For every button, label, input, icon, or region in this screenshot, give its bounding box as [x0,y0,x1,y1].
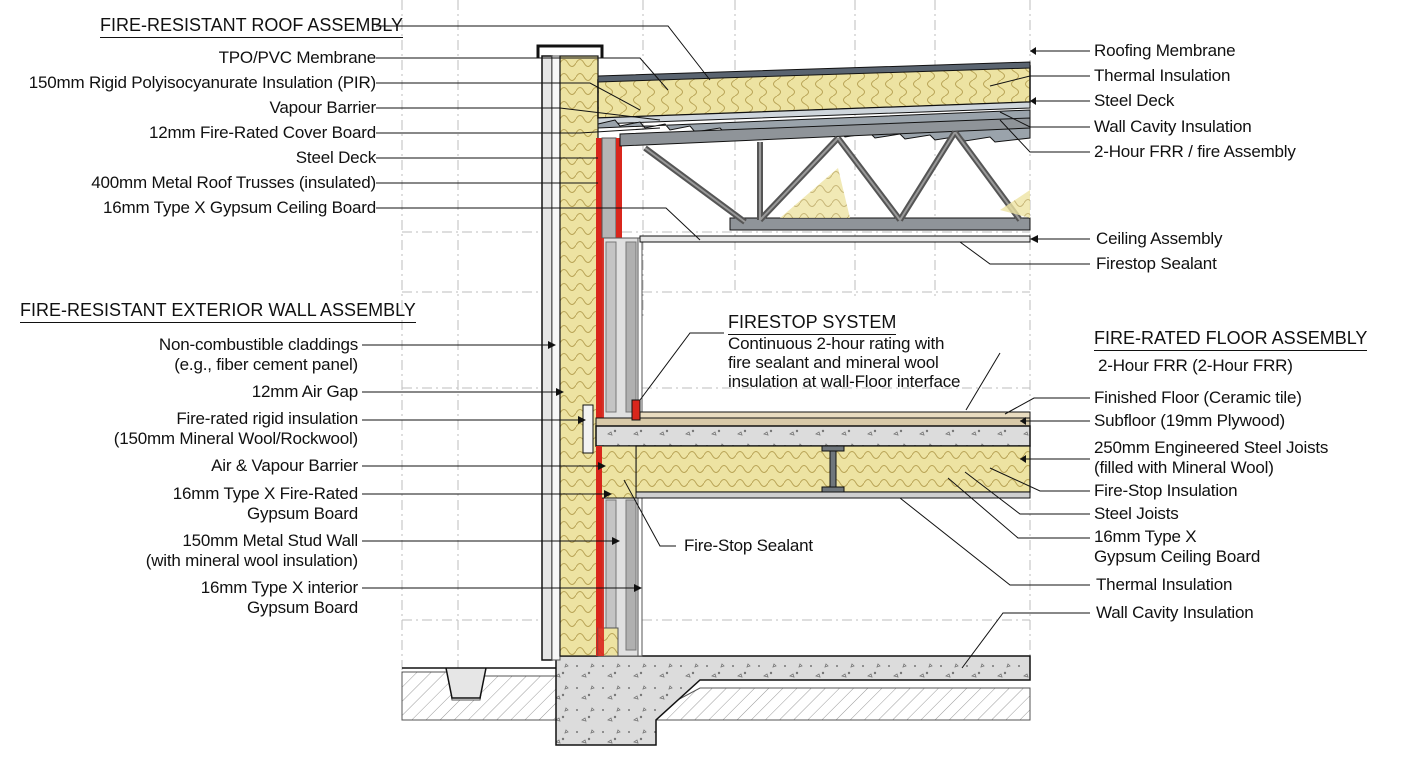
wall-label-stud-wall-line2: (with mineral wool insulation) [145,551,358,570]
wall-label-rigid-insulation: Fire-rated rigid insulation (150mm Miner… [114,409,358,449]
roof-label-ceiling-board: 16mm Type X Gypsum Ceiling Board [103,198,376,217]
wall-label-cladding-line2: (e.g., fiber cement panel) [174,355,358,374]
roof-label-trusses: 400mm Metal Roof Trusses (insulated) [91,173,376,192]
firestop-system-description: Continuous 2-hour rating with fire seala… [728,334,960,391]
roof-label-cover-board: 12mm Fire-Rated Cover Board [148,123,376,142]
wall-label-vapour-barrier: Air & Vapour Barrier [211,456,358,475]
floor-label-ceiling-board-line2: Gypsum Ceiling Board [1094,547,1261,566]
roof-label-vapour-barrier: Vapour Barrier [269,98,377,117]
wall-label-interior-gypsum: 16mm Type X interior Gypsum Board [201,578,358,618]
wall-label-rigid-insulation-line1: Fire-rated rigid insulation [176,409,358,428]
firestop-system-heading: FIRESTOP SYSTEM [728,311,897,335]
roof-right-ceiling-assembly: Ceiling Assembly [1096,229,1223,248]
floor-label-steel-joists-250: 250mm Engineered Steel Joists (filled wi… [1094,438,1328,478]
roof-right-firestop-sealant: Firestop Sealant [1096,254,1217,273]
wall-label-air-gap: 12mm Air Gap [251,382,358,401]
floor-label-wall-cavity-insulation: Wall Cavity Insulation [1096,603,1254,622]
floor-label-ceiling-board-line1: 16mm Type X [1094,527,1197,546]
roof-label-steel-deck: Steel Deck [295,148,376,167]
roof-right-frr-assembly: 2-Hour FRR / fire Assembly [1094,142,1296,161]
firestop-description-line3: insulation at wall-Floor interface [728,372,961,391]
floor-rating: 2-Hour FRR (2-Hour FRR) [1098,356,1293,375]
firestop-description-line1: Continuous 2-hour rating with [728,334,945,353]
wall-label-gypsum-board: 16mm Type X Fire-Rated Gypsum Board [173,484,358,524]
roof-right-thermal-insulation: Thermal Insulation [1094,66,1231,85]
wall-label-gypsum-board-line1: 16mm Type X Fire-Rated [172,484,358,503]
wall-label-stud-wall: 150mm Metal Stud Wall (with mineral wool… [146,531,358,571]
wall-label-interior-gypsum-line1: 16mm Type X interior [200,578,358,597]
wall-assembly-heading: FIRE-RESISTANT EXTERIOR WALL ASSEMBLY [20,299,416,323]
floor-label-thermal-insulation: Thermal Insulation [1096,575,1233,594]
wall-label-cladding-line1: Non-combustible claddings [158,335,358,354]
roof-right-steel-deck: Steel Deck [1094,91,1175,110]
floor-label-subfloor: Subfloor (19mm Plywood) [1094,411,1285,430]
floor-assembly-heading: FIRE-RATED FLOOR ASSEMBLY [1094,327,1368,351]
roof-right-wall-cavity-insulation: Wall Cavity Insulation [1094,117,1252,136]
firestop-description-line2: fire sealant and mineral wool [728,353,939,372]
floor-label-steel-joists-250-line2: (filled with Mineral Wool) [1094,458,1274,477]
wall-label-gypsum-board-line2: Gypsum Board [247,504,358,523]
wall-label-interior-gypsum-line2: Gypsum Board [247,598,358,617]
roof-label-membrane: TPO/PVC Membrane [218,48,377,67]
floor-label-ceiling-board: 16mm Type X Gypsum Ceiling Board [1094,527,1260,567]
firestop-sealant-label: Fire-Stop Sealant [684,536,813,555]
wall-label-rigid-insulation-line2: (150mm Mineral Wool/Rockwool) [113,429,358,448]
floor-label-firestop-insulation: Fire-Stop Insulation [1094,481,1238,500]
roof-assembly-heading: FIRE-RESISTANT ROOF ASSEMBLY [100,14,404,38]
wall-label-stud-wall-line1: 150mm Metal Stud Wall [182,531,358,550]
floor-label-steel-joists-250-line1: 250mm Engineered Steel Joists [1094,438,1329,457]
roof-label-pir-insulation: 150mm Rigid Polyisocyanurate Insulation … [28,73,376,92]
floor-label-steel-joists: Steel Joists [1094,504,1179,523]
floor-label-finished-floor: Finished Floor (Ceramic tile) [1094,388,1302,407]
wall-label-cladding: Non-combustible claddings (e.g., fiber c… [159,335,358,375]
roof-right-roofing-membrane: Roofing Membrane [1094,41,1236,60]
